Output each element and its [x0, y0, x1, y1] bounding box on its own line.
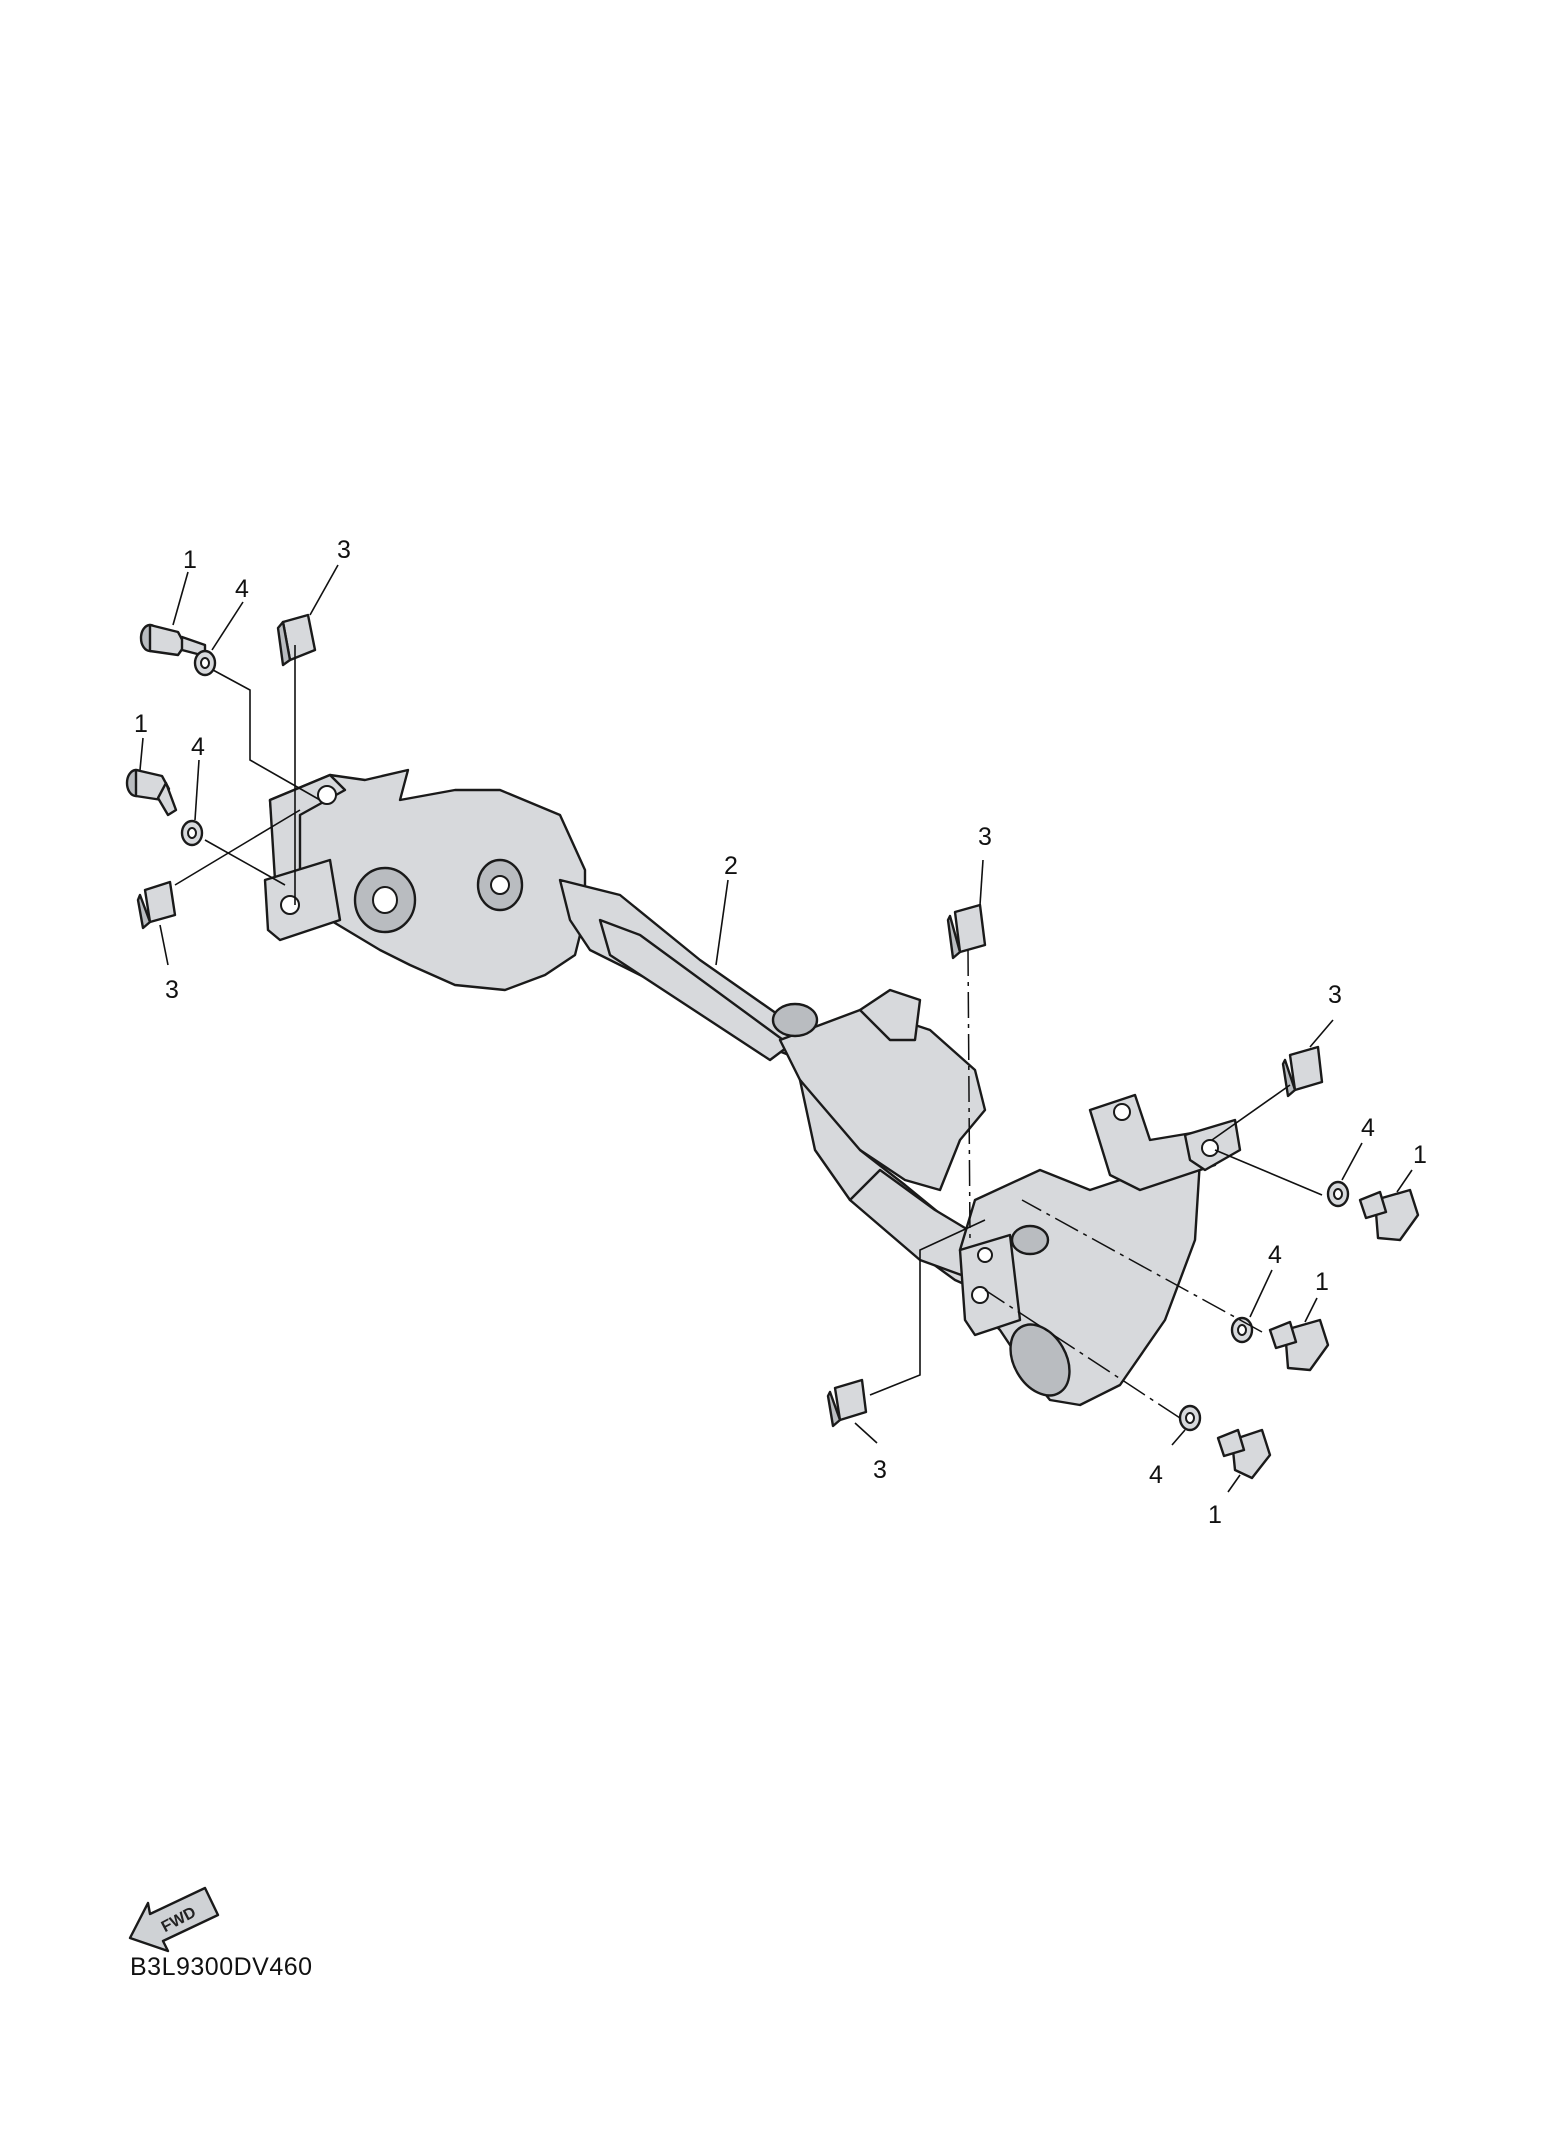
- callout-1: 1: [1413, 1141, 1427, 1169]
- callout-4: 4: [1149, 1461, 1163, 1489]
- callout-3: 3: [1328, 981, 1342, 1009]
- callout-labels: 1 4 3 1 4 3 2 3 3 4 1 4 1 4 1 3: [134, 536, 1427, 1529]
- callout-2: 2: [724, 852, 738, 880]
- callout-3: 3: [978, 823, 992, 851]
- nut-parts: [136, 613, 1324, 1428]
- callout-4: 4: [1361, 1114, 1375, 1142]
- callout-1: 1: [1315, 1268, 1329, 1296]
- callout-1: 1: [183, 546, 197, 574]
- callout-4: 4: [235, 575, 249, 603]
- bolt-1b: [125, 768, 178, 817]
- callout-1: 1: [1208, 1501, 1222, 1529]
- callout-4: 4: [1268, 1241, 1282, 1269]
- frame-part: [263, 768, 1242, 1407]
- bolt-parts: [125, 623, 1420, 1480]
- bolt-1c: [1358, 1188, 1420, 1242]
- bolt-1d: [1268, 1318, 1330, 1372]
- callout-3: 3: [165, 976, 179, 1004]
- callout-4: 4: [191, 733, 205, 761]
- bolt-1e: [1216, 1428, 1272, 1480]
- callout-3: 3: [873, 1456, 887, 1484]
- diagram-code: B3L9300DV460: [130, 1953, 313, 1981]
- fwd-arrow-icon: FWD: [128, 1886, 220, 1953]
- callout-1: 1: [134, 710, 148, 738]
- callout-3: 3: [337, 536, 351, 564]
- bolt-1a: [139, 623, 207, 658]
- leader-lines: [139, 564, 1413, 1493]
